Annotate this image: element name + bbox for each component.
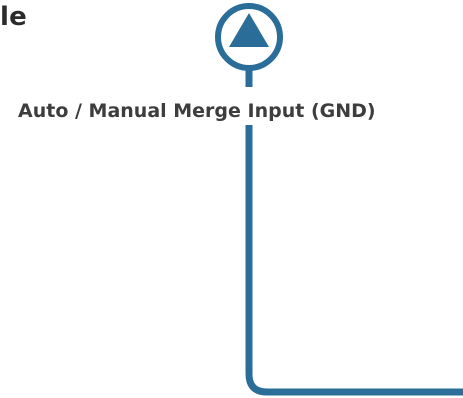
diagram-title-fragment: le [0, 2, 27, 32]
signal-wire [245, 68, 463, 396]
merge-input-label: Auto / Manual Merge Input (GND) [18, 100, 376, 122]
input-arrow-up-icon [215, 3, 283, 71]
